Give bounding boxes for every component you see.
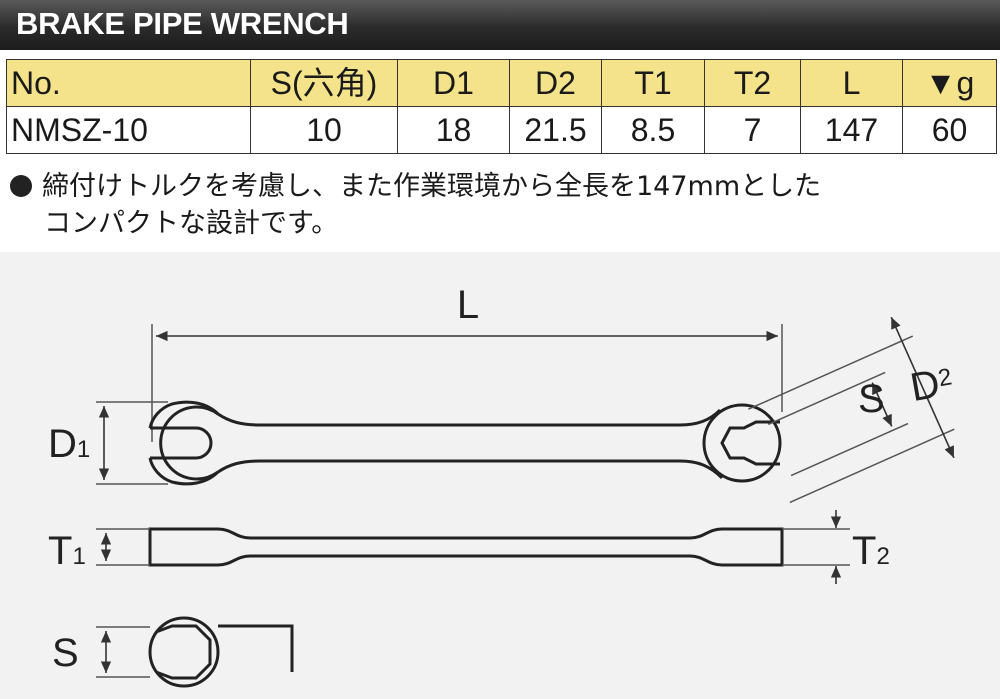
col-header-no: No. bbox=[6, 59, 251, 107]
label-s-top: S bbox=[858, 377, 885, 421]
col-header-l: L bbox=[800, 59, 903, 107]
dimension-diagram: L D1 S D2 bbox=[0, 252, 1000, 699]
wrench-side-view bbox=[148, 527, 784, 567]
feature-note: 締付けトルクを考慮し、また作業環境から全長を147mmとした コンパクトな設計で… bbox=[10, 168, 990, 242]
label-d1: D1 bbox=[48, 422, 90, 466]
spec-table: No. S(六角) D1 D2 T1 T2 L ▼g NMSZ-10 10 18… bbox=[6, 59, 997, 154]
wrench-top-view bbox=[148, 400, 782, 486]
col-header-t1: T1 bbox=[601, 59, 705, 107]
col-header-s: S(六角) bbox=[250, 59, 398, 107]
col-header-weight: ▼g bbox=[902, 59, 997, 107]
note-line-1: 締付けトルクを考慮し、また作業環境から全長を147mmとした bbox=[42, 171, 822, 202]
label-s-bottom: S bbox=[52, 631, 79, 675]
col-header-d2: D2 bbox=[509, 59, 602, 107]
table-row: NMSZ-10 10 18 21.5 8.5 7 147 60 bbox=[6, 106, 997, 154]
note-line-2: コンパクトな設計です。 bbox=[44, 208, 339, 239]
label-t2: T2 bbox=[852, 529, 890, 573]
table-header-row: No. S(六角) D1 D2 T1 T2 L ▼g bbox=[6, 59, 997, 107]
cell-d2: 21.5 bbox=[509, 106, 602, 154]
cell-t1: 8.5 bbox=[601, 106, 705, 154]
col-header-d1: D1 bbox=[397, 59, 510, 107]
label-d2: D2 bbox=[907, 359, 956, 410]
cell-d1: 18 bbox=[397, 106, 510, 154]
cell-t2: 7 bbox=[704, 106, 801, 154]
col-header-t2: T2 bbox=[704, 59, 801, 107]
wrench-drawing: L D1 S D2 bbox=[48, 283, 956, 688]
label-t1: T1 bbox=[48, 529, 86, 573]
cell-s: 10 bbox=[250, 106, 398, 154]
page-title: BRAKE PIPE WRENCH bbox=[16, 6, 349, 41]
bullet-icon bbox=[10, 175, 32, 197]
title-bar: BRAKE PIPE WRENCH bbox=[0, 0, 1000, 50]
cell-l: 147 bbox=[800, 106, 903, 154]
cell-model: NMSZ-10 bbox=[6, 106, 251, 154]
cell-weight: 60 bbox=[902, 106, 997, 154]
s-d2-dimensions bbox=[748, 316, 955, 504]
label-l: L bbox=[457, 283, 479, 327]
wrench-end-view bbox=[148, 616, 294, 688]
